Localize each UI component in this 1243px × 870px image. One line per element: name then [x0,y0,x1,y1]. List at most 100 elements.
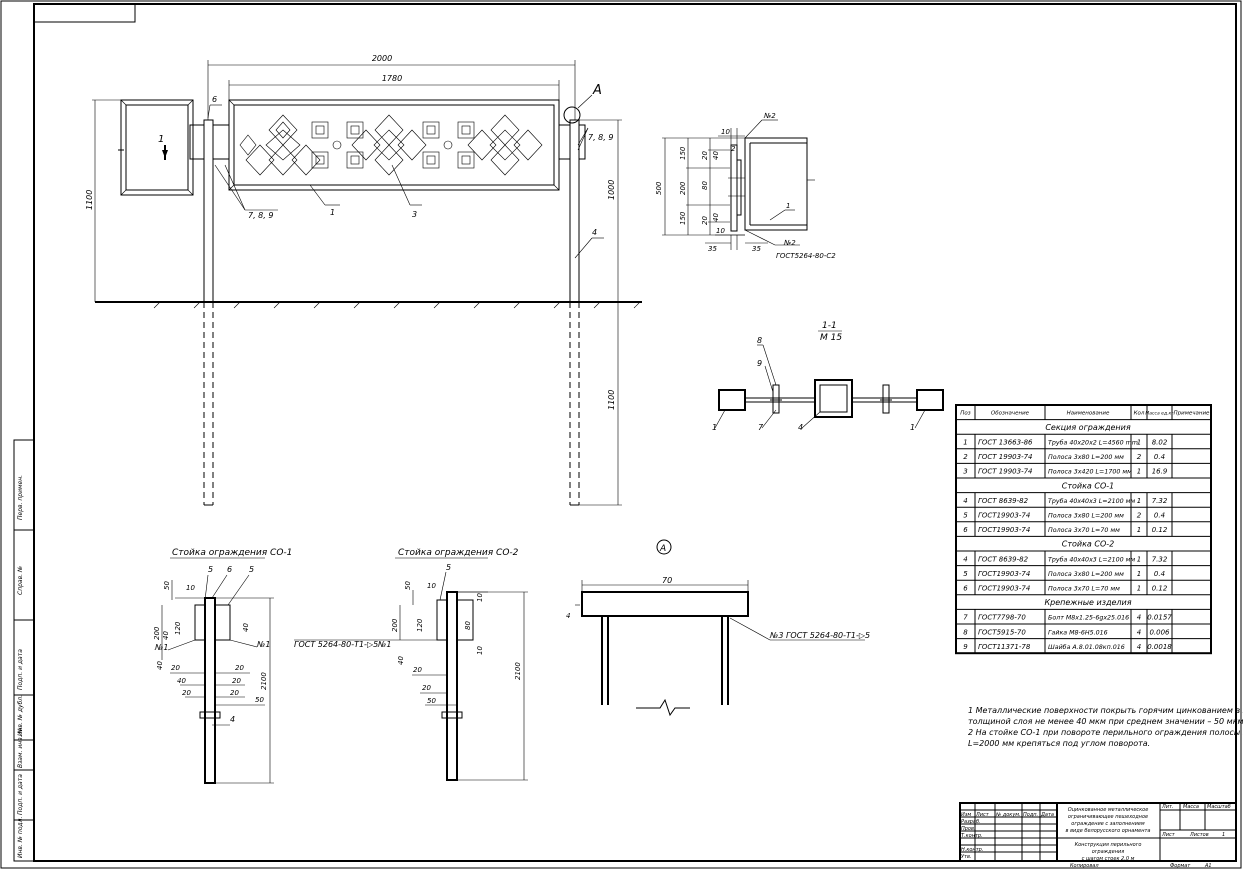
table-group-title: Крепежные изделия [1044,598,1131,607]
tb-row: Т.контр. [961,833,983,839]
table-cell: Полоса 3х70 L=70 мм [1048,527,1120,534]
post1-d20b: 20 [182,689,191,697]
table-cell: Труба 40х40х3 L=2100 мм [1048,497,1135,505]
table-cell: ГОСТ7798-70 [978,614,1026,622]
section-c8: 8 [757,336,762,345]
table-cell: 2 [1137,453,1142,461]
post2-gost: ГОСТ 5264-80-Т1-▷5 [294,640,378,649]
table-cell: Полоса 3х420 L=1700 мм [1048,469,1132,476]
dim-40b: 40 [712,213,720,222]
dim-panel: 1780 [382,74,402,83]
table-cell: 6 [963,585,968,593]
post2-d10: 10 [427,582,436,590]
table-cell: ГОСТ11371-78 [978,643,1031,651]
dim-40a: 40 [712,151,720,160]
weld-bottom: №2 [783,239,796,247]
stamp-label: Подп. и дата [17,649,24,690]
side-stamp: Перв. примен. Справ. № Подп. и дата Инв.… [13,439,35,862]
callout-4: 4 [592,228,597,237]
table-cell: 8 [963,628,968,636]
table-cell: 1 [1137,497,1141,505]
tb-listov: Листов [1189,832,1209,838]
table-cell: ГОСТ19903-74 [978,526,1030,534]
post1-d50: 50 [163,581,171,590]
post-right [569,119,580,303]
tb-col: Подп. [1023,812,1038,818]
tb-name: ограничивающее пешеходное [1068,814,1148,820]
table-cell: 4 [963,555,967,563]
dim-10: 10 [721,128,730,136]
post2-w1: №1 [377,640,391,649]
table-cell: 0.12 [1152,585,1168,593]
tb-name: Оцинкованное металлическое [1068,807,1149,813]
table-cell: 4 [1137,643,1141,651]
table-cell: 4 [1137,614,1141,622]
detail-a-weld: №3 ГОСТ 5264-80-Т1-▷5 [769,631,870,640]
post1-c5b: 5 [249,565,254,574]
post1-d20d: 20 [232,677,241,685]
tb-name: в виде белорусского орнамента [1066,828,1151,834]
tb-format-val: А1 [1204,863,1212,869]
stamp-label: Взам. инв. № [17,727,24,768]
post2-d50b: 50 [427,697,436,705]
section-c1a: 1 [712,423,717,432]
note-2: 2 На стойке СО-1 при повороте перильного… [968,728,1243,737]
post2-d10b: 10 [476,593,484,602]
post1-d20a: 20 [171,664,180,672]
dim-20b: 20 [701,216,709,225]
table-cell: 5 [963,570,968,578]
post1-d40a: 40 [162,631,170,640]
tb-row: Изм [961,812,971,818]
tb-col: Дата [1040,812,1054,818]
tb-list: Лист [1161,832,1176,838]
section-scale: М 15 [820,333,842,343]
section-1-1: 1-1 М 15 8 9 1 7 4 1 [712,321,944,432]
table-cell: 0.0018 [1147,643,1172,651]
post2-title: Стойка ограждения СО-2 [398,548,519,558]
table-cell: Труба 40х20х2 L=4560 mm [1048,439,1138,447]
post1-h2100: 2100 [260,672,268,690]
post2-d20a: 20 [413,666,422,674]
table-cell: 1 [1137,570,1141,578]
table-cell: 0.0157 [1147,614,1172,622]
table-cell: ГОСТ19903-74 [978,585,1030,593]
tb-row: Утв. [961,854,972,860]
post2-d20b: 20 [422,684,431,692]
table-cell: 7 [963,614,968,622]
post1-d20c: 20 [235,664,244,672]
tb-masshtab: Масштаб [1207,804,1231,810]
corner-box [33,3,136,23]
post2-h2100: 2100 [514,662,522,680]
tb-name: ограждение с заполнением [1071,821,1145,827]
table-cell: 1 [1137,526,1141,534]
note-2b: L=2000 мм крепяться под углом поворота. [968,739,1150,748]
profile-item1: 1 [786,202,790,210]
table-cell: ГОСТ 19903-74 [978,453,1033,461]
table-header: Масса ед.кг [1145,410,1174,416]
table-header: Примечание [1174,410,1211,416]
table-cell: 6 [963,526,968,534]
table-cell: 1 [1137,585,1141,593]
table-cell: 2 [1137,512,1142,520]
table-cell: 1 [963,439,967,447]
table-frame [955,404,1212,655]
table-cell: ГОСТ 8639-82 [978,497,1029,505]
table-group-title: Стойка СО-2 [1062,540,1114,549]
stamp-label: Инв. № дубл. [17,695,24,736]
note-1b: толщиной слоя не менее 40 мкм при средне… [968,717,1243,726]
post1-c6: 6 [227,565,232,574]
dim-80: 80 [701,181,709,190]
table-cell: 7.32 [1152,497,1168,505]
tb-listov-val: 1 [1222,832,1225,838]
dim-overall: 2000 [372,54,392,63]
post2-d80: 80 [464,621,472,630]
notes: 1 Металлические поверхности покрыть горя… [968,706,1243,748]
table-cell: Гайка М8-6Н5.016 [1048,629,1108,636]
table-cell: Труба 40х40х3 L=2100 мм [1048,555,1135,563]
stamp-label: Справ. № [17,566,24,595]
section-c1b: 1 [910,423,915,432]
tb-lit: Лит. [1161,804,1174,810]
tb-massa: Масса [1183,804,1199,810]
